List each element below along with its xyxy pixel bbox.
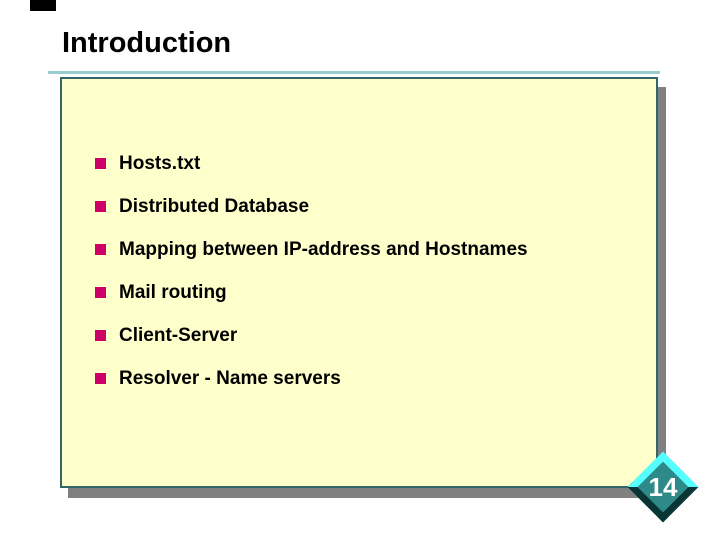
bullet-list: Hosts.txt Distributed Database Mapping b… (62, 79, 656, 400)
bullet-item-text: Distributed Database (119, 195, 310, 217)
square-bullet-icon (95, 201, 106, 212)
slide-title: Introduction (62, 27, 232, 59)
scan-artifact-mark (30, 0, 56, 11)
bullet-item: Mapping between IP-address and Hostnames (95, 228, 646, 271)
title-underline (48, 71, 660, 74)
page-number: 14 (648, 472, 678, 502)
bullet-item: Resolver - Name servers (95, 357, 646, 400)
bullet-item-text: Resolver - Name servers (119, 367, 341, 389)
bullet-item: Hosts.txt (95, 142, 646, 185)
square-bullet-icon (95, 287, 106, 298)
content-box: Hosts.txt Distributed Database Mapping b… (60, 77, 658, 488)
bullet-item-text: Client-Server (119, 324, 238, 346)
square-bullet-icon (95, 158, 106, 169)
square-bullet-icon (95, 330, 106, 341)
bullet-item-text: Mail routing (119, 281, 227, 303)
bullet-item: Distributed Database (95, 185, 646, 228)
square-bullet-icon (95, 373, 106, 384)
bullet-item: Client-Server (95, 314, 646, 357)
page-number-badge: 14 (627, 451, 699, 523)
bullet-item-text: Hosts.txt (119, 152, 201, 174)
square-bullet-icon (95, 244, 106, 255)
bullet-item: Mail routing (95, 271, 646, 314)
bullet-item-text: Mapping between IP-address and Hostnames (119, 238, 528, 260)
